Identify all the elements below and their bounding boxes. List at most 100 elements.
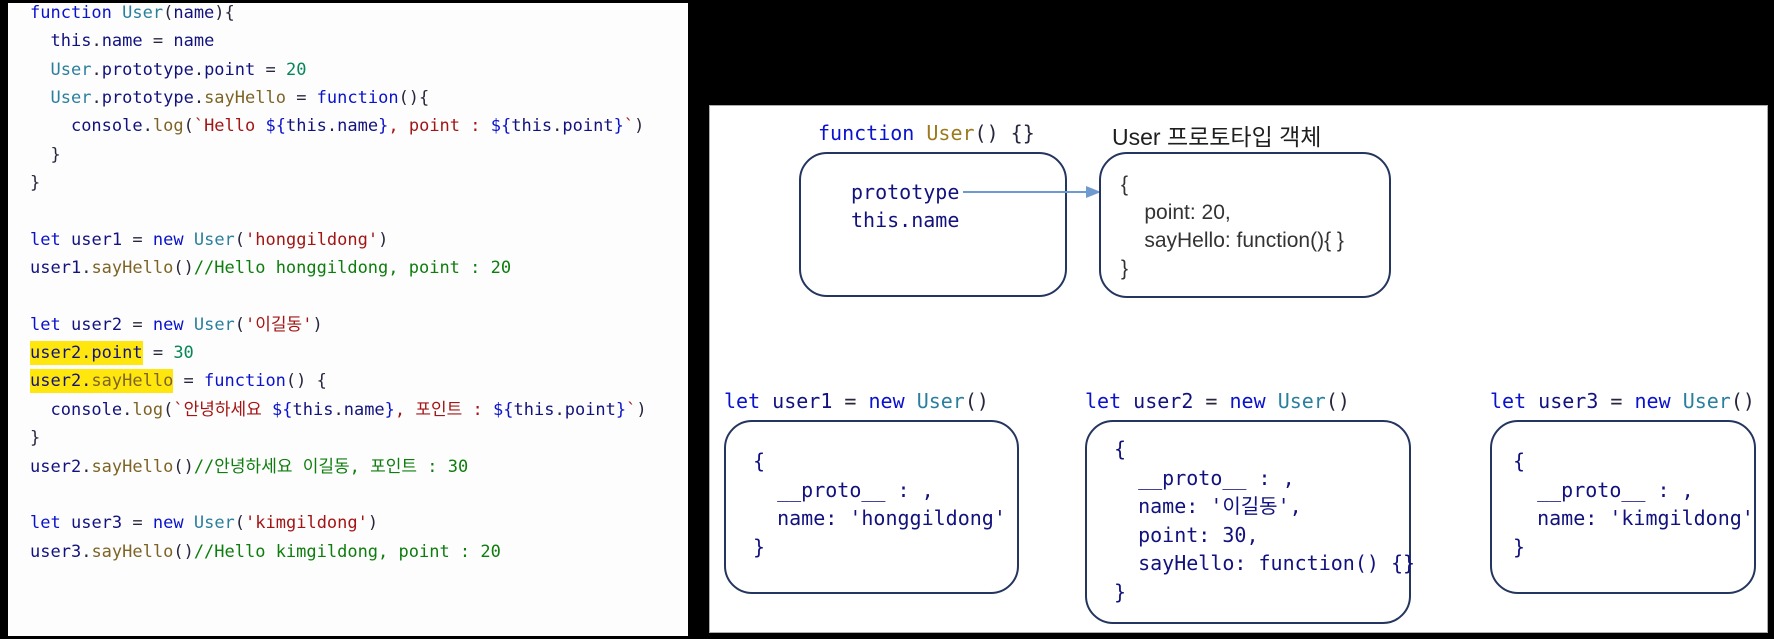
box-line: __proto__ : , xyxy=(753,477,934,502)
prototype-object-title: User 프로토타입 객체 xyxy=(1112,124,1322,150)
code-line: function User(name){ xyxy=(30,3,688,27)
code-token: new xyxy=(1634,389,1671,413)
code-token: point xyxy=(562,116,614,137)
code-token xyxy=(760,389,772,413)
user2-declaration-label: let user2 = new User() xyxy=(1085,389,1411,413)
code-token: . xyxy=(333,399,344,420)
code-token: = xyxy=(122,229,153,250)
code-token: `안녕하세요 xyxy=(173,399,273,420)
code-token xyxy=(184,513,194,533)
code-token: () xyxy=(1325,389,1350,413)
box-line: name: '이길동', xyxy=(1114,494,1302,518)
code-token: //안녕하세요 이길동, 포인트 : 30 xyxy=(193,456,469,477)
code-token: new xyxy=(152,314,184,335)
code-token: //Hello honggildong, point : 20 xyxy=(193,258,512,279)
code-line: console.log(`안녕하세요 ${this.name}, 포인트 : $… xyxy=(30,396,688,424)
user3-object-box: { __proto__ : , name: 'kimgildong'} xyxy=(1490,420,1756,594)
code-token: function xyxy=(204,371,286,392)
code-token xyxy=(61,513,71,533)
code-token: let xyxy=(30,229,61,250)
code-line: User.prototype.point = 20 xyxy=(30,56,688,84)
code-token: . xyxy=(193,88,205,109)
code-token: User xyxy=(193,314,235,335)
code-token xyxy=(30,60,50,80)
box-line: { xyxy=(1513,449,1526,473)
box-line: sayHello: function() {} xyxy=(1114,551,1416,575)
code-token: (){ xyxy=(398,88,430,109)
code-token: = xyxy=(142,31,174,52)
code-token xyxy=(184,315,194,335)
code-token: = xyxy=(255,59,286,80)
user1-instance-group: let user1 = new User() { __proto__ : , n… xyxy=(724,389,1019,594)
code-token: `Hello xyxy=(193,116,266,137)
code-token: User xyxy=(916,389,965,413)
code-token xyxy=(112,3,122,23)
code-token xyxy=(61,230,71,250)
user3-declaration-label: let user3 = new User() xyxy=(1490,389,1756,413)
code-token: ( xyxy=(183,116,194,137)
code-line: User.prototype.sayHello = function(){ xyxy=(30,84,688,112)
code-token: console xyxy=(50,399,123,420)
user2-object-box: { __proto__ : , name: '이길동', point: 30, … xyxy=(1085,420,1416,624)
code-token: . xyxy=(552,116,563,137)
box-line: this.name xyxy=(851,208,960,232)
code-token: = xyxy=(832,389,869,413)
code-token: user2.point xyxy=(30,343,143,364)
user1-object-box: { __proto__ : , name: 'honggildong'} xyxy=(724,420,1019,594)
code-token: . xyxy=(81,541,92,562)
code-token: sayHello xyxy=(91,541,174,562)
code-token xyxy=(1526,389,1538,413)
code-token xyxy=(1121,389,1133,413)
box-line: } xyxy=(753,534,766,559)
code-token: log xyxy=(152,116,184,137)
code-token: name xyxy=(173,3,215,23)
code-line: let user2 = new User('이길동') xyxy=(30,311,688,339)
code-token: . xyxy=(81,456,92,477)
box-line: { xyxy=(1114,437,1127,461)
box-line: point: 30, xyxy=(1114,522,1259,547)
code-editor-panel: function User(name){ this.name = name Us… xyxy=(8,3,688,636)
code-token: prototype xyxy=(101,88,194,109)
code-token: user3 xyxy=(30,541,82,562)
code-token: () xyxy=(173,258,194,279)
box-line: sayHello: function(){ } xyxy=(1121,229,1344,252)
code-token: user1 xyxy=(70,229,123,250)
user1-declaration-label: let user1 = new User() xyxy=(724,389,1019,413)
code-token: User xyxy=(193,513,235,534)
box-line: } xyxy=(1513,534,1526,559)
code-token: ${ xyxy=(493,399,514,420)
code-token: . xyxy=(554,399,565,420)
code-token: function xyxy=(30,3,112,23)
code-line: console.log(`Hello ${this.name}, point :… xyxy=(30,112,688,140)
code-token: } xyxy=(615,399,627,420)
code-token: user2 xyxy=(1133,389,1194,413)
box-line: } xyxy=(1114,579,1127,604)
code-token: } xyxy=(30,144,61,165)
code-token: user1 xyxy=(30,258,82,279)
code-token: . xyxy=(142,116,153,137)
code-token: ` xyxy=(623,116,635,137)
code-token xyxy=(30,400,50,420)
code-token: . xyxy=(122,399,133,420)
function-declaration-label: function User() {} xyxy=(818,121,1035,145)
code-token: sayHello xyxy=(91,258,174,279)
code-token: user3 xyxy=(1538,389,1599,413)
code-token xyxy=(30,31,50,51)
code-token: this xyxy=(511,116,553,137)
code-token: , 포인트 : xyxy=(394,399,494,420)
prototype-arrow-icon xyxy=(963,186,1101,198)
code-token xyxy=(61,315,71,335)
user2-instance-group: let user2 = new User() { __proto__ : , n… xyxy=(1085,389,1416,624)
code-token: user2 xyxy=(70,314,123,335)
code-token: ${ xyxy=(490,116,512,137)
box-line: name: 'honggildong' xyxy=(753,506,1006,530)
code-token: () xyxy=(1730,389,1755,413)
code-token: , point : xyxy=(388,116,491,137)
code-token: () { xyxy=(285,371,327,392)
code-token xyxy=(30,116,71,136)
code-token: . xyxy=(91,31,102,52)
code-token: this xyxy=(285,116,327,137)
box-line: { xyxy=(1121,173,1129,196)
